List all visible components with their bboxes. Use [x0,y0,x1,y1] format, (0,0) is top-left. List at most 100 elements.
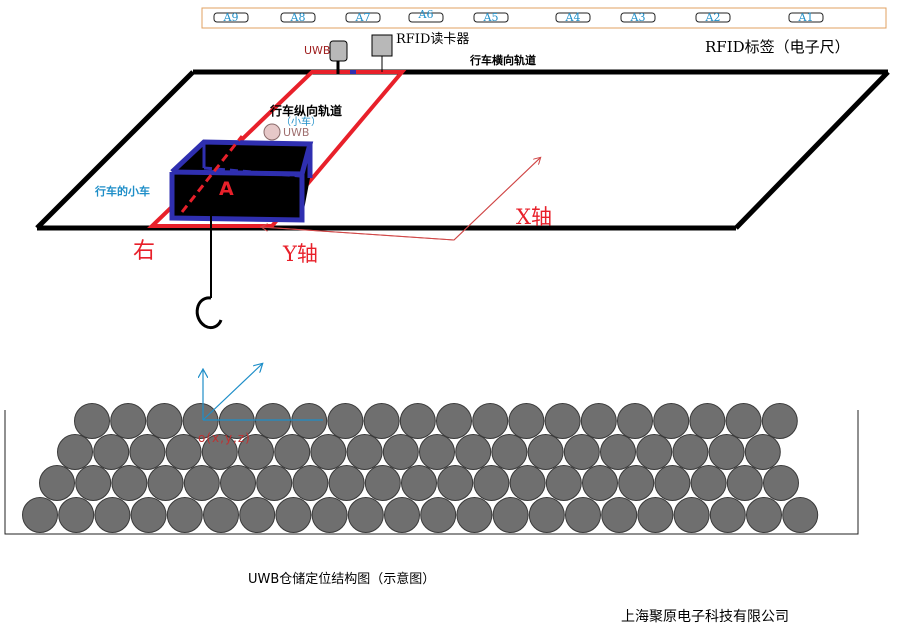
rfid-tag-box [788,12,824,23]
x-axis-label: X轴 [516,205,552,229]
coil-circle [94,497,131,533]
coil-circle [708,434,745,470]
coil-circle [111,465,148,501]
rfid-tag-box [213,12,249,23]
coil-circle [617,403,653,439]
rfid-scale-label: RFID标签（电子尺） [705,38,850,56]
coil-circle [761,403,798,439]
x-axis-arrow [453,158,540,241]
coil-circle [310,434,347,470]
point-a-label: A [219,178,234,200]
crane-hook [195,296,223,330]
coil-circle [363,403,400,439]
coil-circle [420,497,457,533]
coil-circle [291,403,328,439]
warehouse-bin [4,410,859,535]
rfid-tag-label: A2 [705,11,721,24]
coil-circle [328,465,365,501]
rfid-tag-label: A5 [483,11,499,24]
coil-circle [75,465,112,501]
coil-circle [545,465,582,501]
coil-circle [274,434,311,470]
uwb-anchor-device [329,40,348,62]
y-axis-label: Y轴 [283,242,318,266]
coil-circle [709,497,746,533]
rfid-tag-label: A6 [418,8,434,21]
coil-circle [401,465,437,501]
coil-circle [130,497,167,533]
rfid-tag-label: A3 [630,11,646,24]
coil-circle [201,434,238,470]
coil-circle [364,465,401,501]
coil-circle [653,403,690,439]
origin-coord-label: o(x,y,z) [198,431,251,445]
coil-circle [203,497,239,533]
coil-circle [292,465,329,501]
trolley-front-face [172,172,302,220]
rfid-tag-box [555,12,591,23]
coil-circle [618,465,655,501]
coil-circle [436,403,472,439]
coil-circle [563,434,600,470]
coil-circle [239,497,276,533]
coil-circle [689,403,726,439]
transverse-rail-label: 行车横向轨道 [470,54,536,67]
coil-circle [57,434,93,470]
coil-circle [746,497,782,533]
coil-circle [399,403,436,439]
trolley-paren-label: （小车） [281,117,321,128]
coil-circle [382,434,419,470]
coil-circle [437,465,474,501]
coil-circle [183,465,220,501]
coil-circle [419,434,455,470]
trolley-rail-hidden [180,135,244,213]
rfid-tag-box [280,12,316,23]
coil-circle [182,403,219,439]
coil-circle [600,434,636,470]
track-left-edge [35,70,195,230]
diagram-caption: UWB仓储定位结构图（示意图） [248,572,436,587]
rfid-tag-label: A4 [565,11,581,24]
coil-circle [565,497,601,533]
uwb-tag-label: UWB [283,126,310,139]
rfid-reader-label: RFID读卡器 [396,32,470,47]
coil-circle [491,434,528,470]
uwb-tag-circle [263,123,281,141]
coil-circle [654,465,691,501]
rfid-tag-box [473,12,509,23]
coil-circle [220,465,256,501]
coil-circle [110,403,147,439]
coil-circle [93,434,130,470]
coil-circle [58,497,95,533]
rfid-tag-box [695,12,731,23]
coil-circle [580,403,617,439]
coil-circle [472,403,509,439]
rfid-tag-strip [201,7,887,29]
coil-circle [311,497,348,533]
coil-circle [528,497,565,533]
y-axis-arrow [262,227,455,241]
coil-circle [74,403,110,439]
trolley-hidden-edge [203,166,301,178]
coil-circle [22,497,58,533]
coil-circle [347,497,384,533]
coil-circle [637,497,674,533]
coil-circle [146,403,183,439]
coil-circle [744,434,781,470]
trolley-top-face [172,142,310,174]
coil-circle [275,497,312,533]
coil-circle [166,497,203,533]
coil-circle [256,465,293,501]
coil-circle [456,497,493,533]
coil-circle [636,434,673,470]
coil-circle [601,497,638,533]
coil-circle [255,403,291,439]
trolley-outline-top [170,139,314,175]
coil-circle [672,434,709,470]
coil-circle [527,434,564,470]
rfid-tag-box [620,12,656,23]
coil-circle [39,465,75,501]
uwb-anchor-marker [350,70,356,74]
